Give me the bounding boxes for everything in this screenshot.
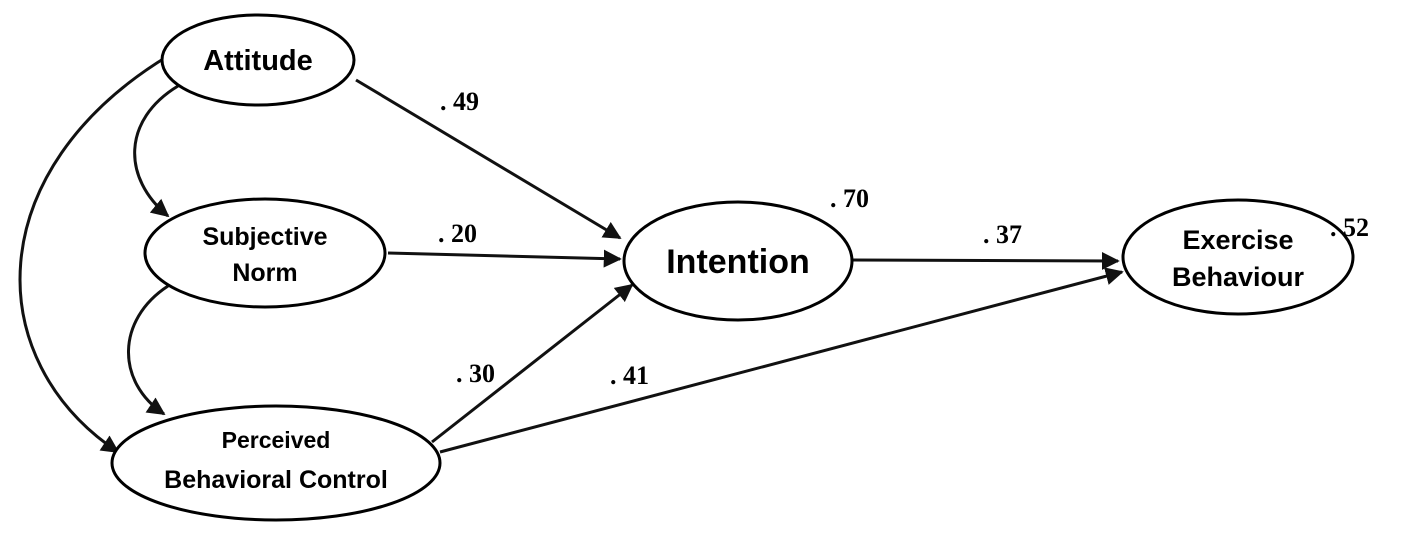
coefficient-pbc-exercise: . 41 — [610, 361, 649, 390]
r2-intention: . 70 — [830, 184, 869, 213]
coefficient-intention-exercise: . 37 — [983, 220, 1022, 249]
path-subjective-norm-to-intention — [387, 249, 622, 268]
node-label: Exercise — [1182, 225, 1293, 255]
coefficient-pbc-intention: . 30 — [456, 359, 495, 388]
node-label: Subjective — [202, 223, 327, 251]
node-label: Intention — [666, 243, 810, 281]
coefficient-subjective-norm-intention: . 20 — [438, 219, 477, 248]
node-attitude: Attitude — [160, 13, 356, 107]
path-intention-to-exercise — [851, 251, 1120, 270]
node-subjective-norm: Subjective Norm — [143, 197, 387, 309]
coefficient-attitude-intention: . 49 — [440, 87, 479, 116]
node-label: Perceived — [222, 427, 331, 453]
node-label: Behaviour — [1172, 262, 1305, 292]
correlation-arc-attitude-pbc — [18, 39, 187, 454]
path-pbc-to-exercise — [439, 267, 1124, 454]
path-pbc-to-intention — [431, 283, 634, 444]
node-exercise-behaviour: Exercise Behaviour — [1121, 198, 1355, 316]
correlation-arc-subjective-norm-pbc — [127, 269, 187, 416]
node-label: Behavioral Control — [164, 466, 388, 494]
r2-exercise-behaviour: . 52 — [1330, 213, 1369, 242]
node-intention: Intention — [622, 200, 854, 322]
node-label: Attitude — [203, 45, 313, 77]
node-perceived-behavioral-control: Perceived Behavioral Control — [110, 404, 442, 522]
node-label: Norm — [232, 259, 297, 287]
correlation-arc-attitude-subjective-norm — [133, 69, 197, 218]
path-attitude-to-intention — [355, 78, 622, 240]
